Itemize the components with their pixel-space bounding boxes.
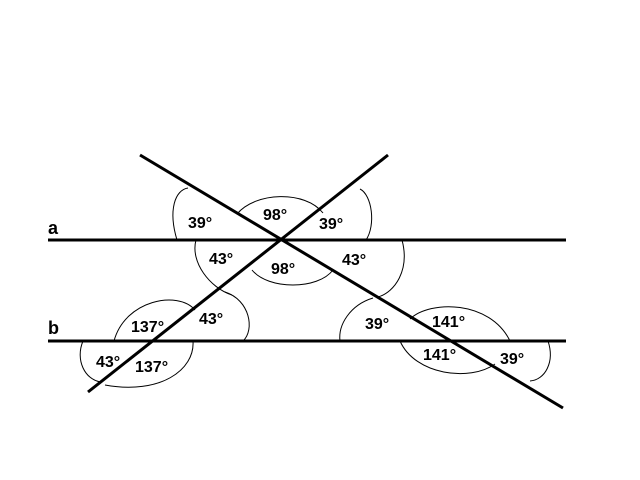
angle-label: 39° (365, 316, 389, 333)
arc-bottom (251, 269, 334, 286)
angle-label: 141° (423, 347, 456, 364)
arc-b-right-upper (409, 306, 511, 342)
angle-label: 98° (263, 207, 287, 224)
arc-lower-right (377, 239, 405, 298)
angle-label: 43° (199, 311, 223, 328)
arc-b-right-left (339, 297, 374, 342)
transversal-2 (87, 153, 389, 394)
angle-label: 39° (500, 351, 524, 368)
angle-label: 39° (319, 216, 343, 233)
arc-top (236, 196, 324, 215)
arc-b-left-right (224, 291, 250, 342)
angle-label: 141° (432, 314, 465, 331)
angle-label: 43° (342, 252, 366, 269)
arc-b-right-lower (399, 340, 496, 375)
angle-label: 43° (209, 251, 233, 268)
arc-b-right-far-right (529, 340, 551, 382)
line-a-label: a (48, 218, 59, 238)
line-b-label: b (48, 318, 59, 338)
arc-top-left (172, 187, 189, 241)
arc-top-right (359, 188, 373, 241)
angle-label: 137° (131, 319, 164, 336)
angle-label: 43° (96, 354, 120, 371)
transversal-1 (139, 153, 564, 410)
angle-label: 137° (135, 359, 168, 376)
arc-b-left-lower (104, 340, 194, 388)
angle-label: 98° (271, 261, 295, 278)
arc-b-left-upper (113, 299, 196, 342)
arc-b-left-far-left (79, 340, 102, 383)
angle-label: 39° (188, 215, 212, 232)
